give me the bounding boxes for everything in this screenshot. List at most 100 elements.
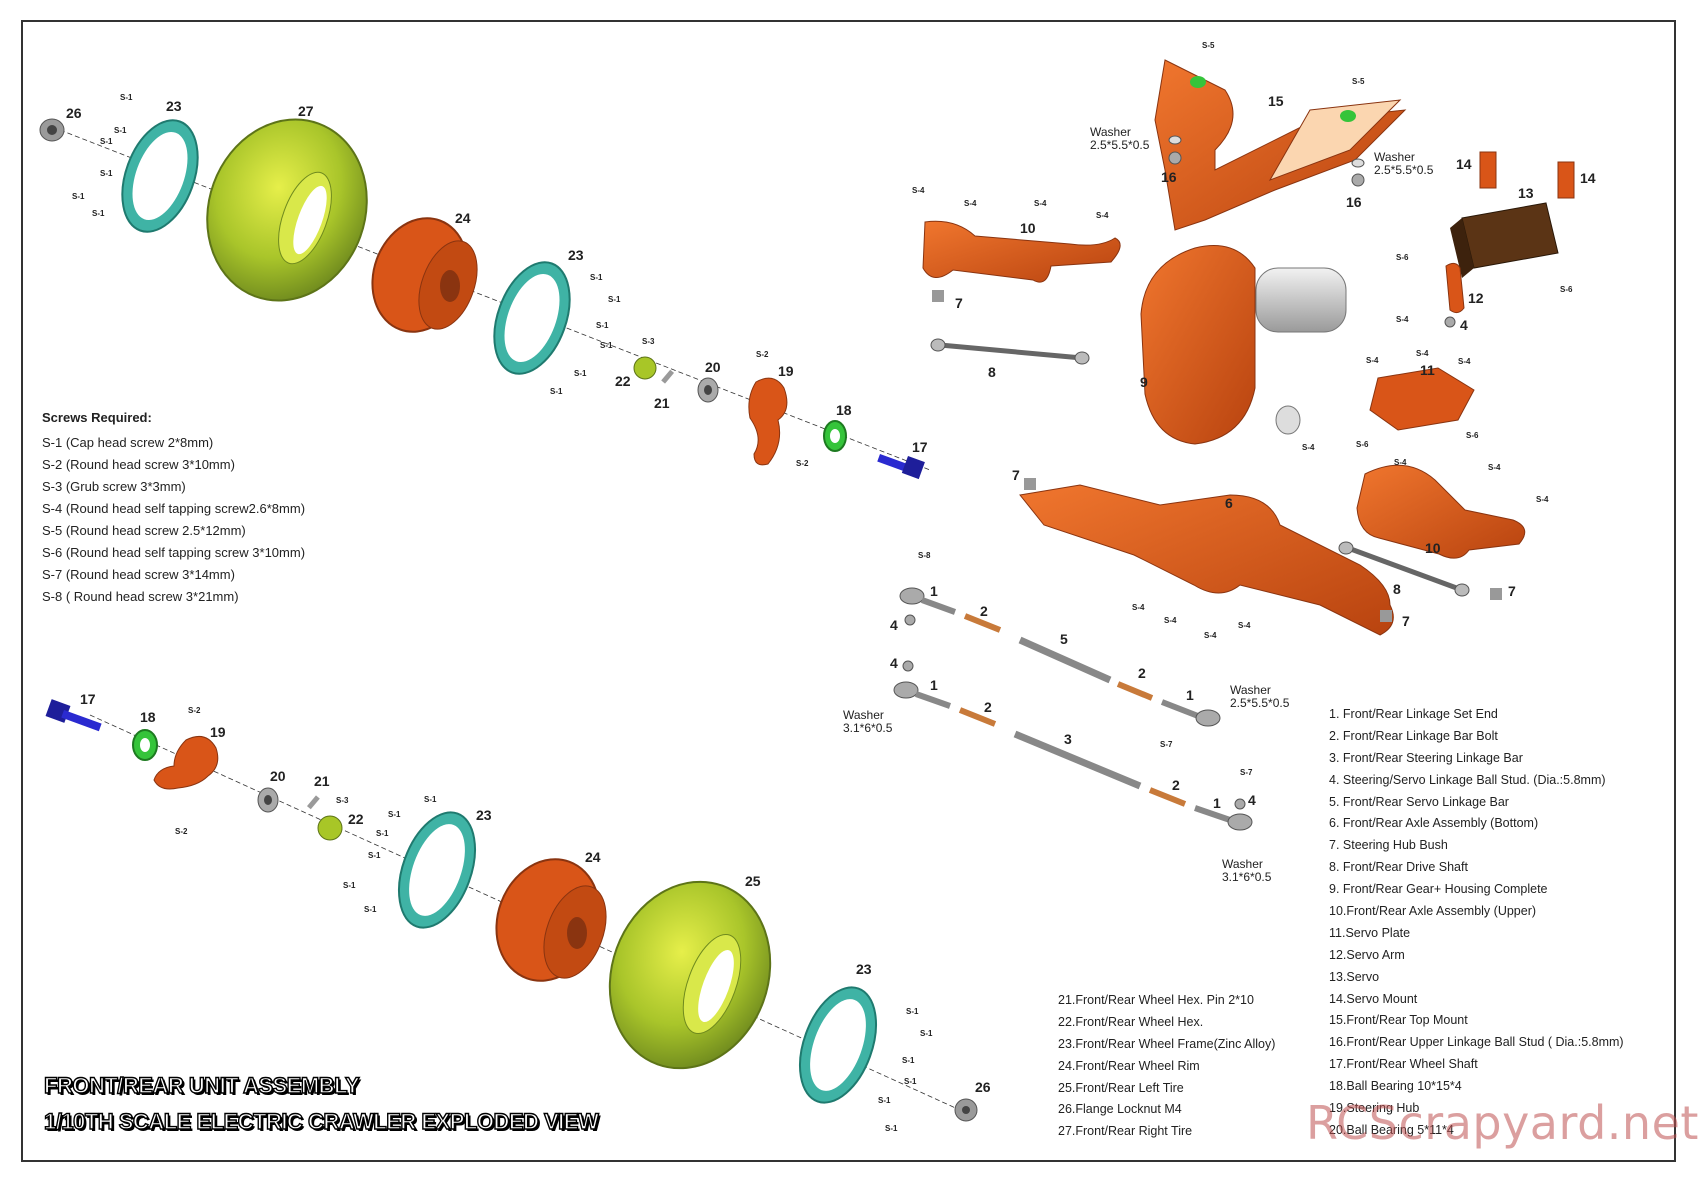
legend-item: 3. Front/Rear Steering Linkage Bar: [1329, 750, 1523, 765]
legend-item: 22.Front/Rear Wheel Hex.: [1058, 1014, 1204, 1029]
wheel-frame-23b: [493, 261, 571, 375]
part-label: 17: [80, 691, 96, 707]
washer-size: 2.5*5.5*0.5: [1374, 163, 1434, 177]
part-label: 1: [930, 583, 938, 599]
screw-label: S-4: [964, 199, 977, 208]
part-label: 4: [1248, 792, 1256, 808]
screw-label: S-4: [1488, 463, 1501, 472]
lower-wheel-assembly: [45, 699, 978, 1122]
parts-legend-middle: 21.Front/Rear Wheel Hex. Pin 2*10 22.Fro…: [1058, 990, 1275, 1143]
wheel-rim-24b: [495, 858, 607, 982]
servo-arm-12: [1445, 262, 1465, 314]
legend-item: 16.Front/Rear Upper Linkage Ball Stud ( …: [1329, 1035, 1624, 1050]
screw-label: S-1: [100, 169, 113, 178]
screw-item: S-1 (Cap head screw 2*8mm): [42, 435, 214, 450]
washer-ring: [1351, 158, 1365, 168]
steering-hub-19a: [748, 377, 788, 466]
washer-label: Washer: [1090, 125, 1131, 139]
bearing-20b: [257, 787, 279, 813]
screw-label: S-4: [1164, 616, 1177, 625]
ball-stud-16b: [1351, 173, 1365, 187]
wheel-hex-22a: [633, 356, 657, 380]
legend-item: 21.Front/Rear Wheel Hex. Pin 2*10: [1058, 993, 1254, 1007]
screw-label: S-1: [368, 851, 381, 860]
part-label: 27: [298, 103, 314, 119]
screw-label: S-6: [1560, 285, 1573, 294]
screw-label: S-4: [1416, 349, 1429, 358]
part-label: 16: [1346, 194, 1362, 210]
assembly-titles: FRONT/REAR UNIT ASSEMBLY 1/10TH SCALE EL…: [43, 1068, 599, 1140]
legend-item: 6. Front/Rear Axle Assembly (Bottom): [1329, 816, 1539, 831]
screw-label: S-1: [608, 295, 621, 304]
screw-item: S-7 (Round head screw 3*14mm): [42, 567, 235, 582]
hub-bush-7b: [1024, 478, 1036, 490]
screw-label: S-1: [574, 369, 587, 378]
part-label: 11: [1420, 362, 1435, 378]
flange-locknut-26: [39, 118, 65, 142]
part-label: 20: [270, 768, 286, 784]
washer-label: Washer: [1374, 150, 1415, 164]
bearing-18b: [132, 729, 158, 761]
part-label: 13: [1518, 185, 1534, 201]
screw-label: S-4: [1396, 315, 1409, 324]
part-label: 2: [980, 603, 988, 619]
hex-pin-21a: [661, 369, 675, 384]
wheel-frame-23d: [799, 986, 877, 1104]
legend-item: 25.Front/Rear Left Tire: [1058, 1080, 1184, 1095]
part-label: 18: [836, 402, 852, 418]
part-label: 2: [1138, 665, 1146, 681]
legend-item: 15.Front/Rear Top Mount: [1329, 1013, 1468, 1028]
legend-item: 20.Ball Bearing 5*11*4: [1329, 1122, 1454, 1137]
servo-13: [1450, 202, 1559, 278]
screw-label: S-1: [885, 1124, 898, 1133]
screw-label: S-6: [1396, 253, 1409, 262]
part-label: 1: [930, 677, 938, 693]
legend-item: 13.Servo: [1329, 969, 1380, 984]
legend-item: 19.Steering Hub: [1329, 1101, 1420, 1116]
screw-label: S-1: [600, 341, 613, 350]
screw-label: S-4: [1536, 495, 1549, 504]
legend-item: 9. Front/Rear Gear+ Housing Complete: [1329, 882, 1548, 897]
drive-shaft-8b: [1338, 541, 1470, 597]
steering-hub-19b: [153, 735, 219, 790]
part-label: 21: [314, 773, 330, 789]
screw-label: S-4: [1302, 443, 1315, 452]
part-label: 22: [615, 373, 631, 389]
legend-item: 14.Servo Mount: [1329, 991, 1418, 1006]
screw-label: S-4: [1096, 211, 1109, 220]
screw-label: S-5: [1352, 77, 1365, 86]
screw-label: S-4: [1366, 356, 1379, 365]
hub-bush-7c: [1490, 588, 1502, 600]
legend-item: 2. Front/Rear Linkage Bar Bolt: [1329, 728, 1498, 743]
servo-plate-11: [1369, 367, 1475, 431]
legend-item: 11.Servo Plate: [1329, 925, 1411, 940]
screw-item: S-5 (Round head screw 2.5*12mm): [42, 523, 246, 538]
legend-item: 27.Front/Rear Right Tire: [1058, 1124, 1193, 1139]
screw-item: S-2 (Round head screw 3*10mm): [42, 457, 235, 472]
part-number-labels: 26 23 27 24 23 22 21 20 19 18 17 17 18 1…: [66, 93, 1596, 1095]
bearing-18a: [823, 420, 847, 452]
hub-bush-7d: [1380, 610, 1392, 622]
legend-item: 18.Ball Bearing 10*15*4: [1329, 1079, 1462, 1094]
ball-stud-16a: [1168, 151, 1182, 165]
part-label: 14: [1580, 170, 1596, 186]
legend-item: 1. Front/Rear Linkage Set End: [1329, 707, 1498, 721]
title-exploded-view: 1/10TH SCALE ELECTRIC CRAWLER EXPLODED V…: [43, 1108, 599, 1134]
part-label: 7: [1402, 613, 1410, 629]
screw-label: S-2: [796, 459, 809, 468]
screw-item: S-8 ( Round head screw 3*21mm): [42, 589, 239, 604]
axis-line: [59, 129, 931, 471]
tire-25: [608, 880, 772, 1070]
part-label: 9: [1140, 374, 1148, 390]
part-label: 26: [975, 1079, 991, 1095]
screw-label: S-7: [1240, 768, 1253, 777]
washer-labels: Washer 2.5*5.5*0.5 Washer 2.5*5.5*0.5 Wa…: [843, 125, 1434, 884]
screw-label: S-1: [904, 1077, 917, 1086]
part-label: 3: [1064, 731, 1072, 747]
screw-label: S-4: [1132, 603, 1145, 612]
screw-label: S-2: [188, 706, 201, 715]
screw-label: S-4: [1458, 357, 1471, 366]
part-label: 22: [348, 811, 364, 827]
part-label: 1: [1186, 687, 1194, 703]
